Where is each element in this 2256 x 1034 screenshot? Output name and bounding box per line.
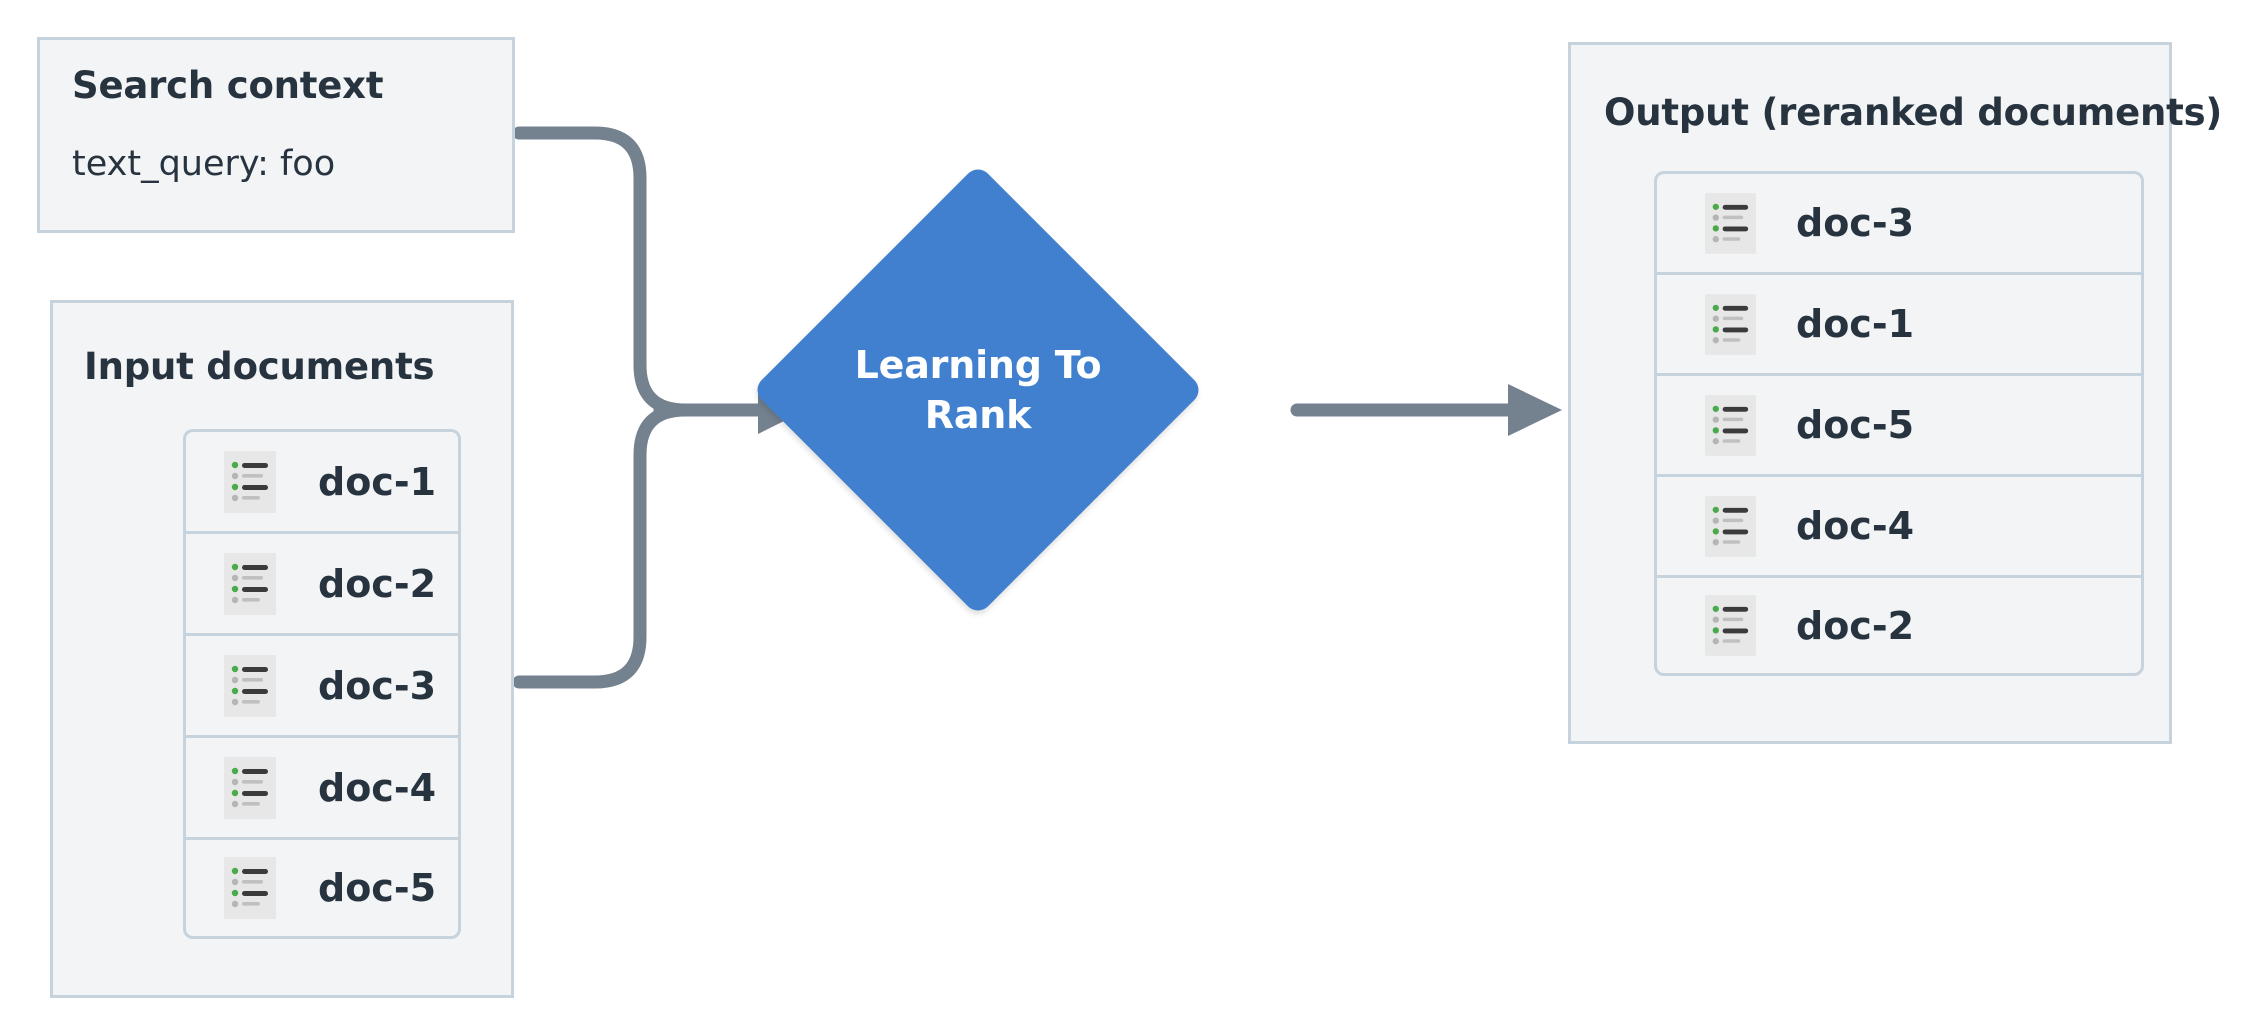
document-label: doc-4 [318,765,437,810]
document-list-icon [1705,192,1756,254]
document-list-icon [224,857,276,919]
search-context-query-value: text_query: foo [72,144,336,184]
input-documents-list: doc-1 doc-2 doc-3 doc-4 doc-5 [183,429,461,939]
arrowhead-to-output [1508,384,1562,436]
search-context-title: Search context [72,64,384,107]
document-list-icon [1705,495,1756,557]
document-list-icon [224,756,276,819]
document-label: doc-5 [1796,403,1915,447]
connector-input-documents-to-ltr [512,403,707,689]
input-document-row[interactable]: doc-5 [183,837,461,939]
document-label: doc-3 [318,663,437,708]
output-documents-title: Output (reranked documents) [1604,91,2223,134]
input-documents-title: Input documents [84,345,435,388]
input-document-row[interactable]: doc-2 [183,531,461,633]
learning-to-rank-node[interactable] [751,163,1205,617]
document-list-icon [1705,394,1756,456]
output-document-row[interactable]: doc-4 [1654,474,2144,575]
document-list-icon [224,654,276,717]
document-list-icon [1705,293,1756,355]
input-documents-panel: Input documents doc-1 doc-2 doc-3 doc-4 … [50,300,514,998]
document-label: doc-2 [318,561,437,606]
document-list-icon [224,450,276,513]
output-document-row[interactable]: doc-1 [1654,272,2144,373]
document-label: doc-3 [1796,201,1915,245]
input-document-row[interactable]: doc-1 [183,429,461,531]
output-document-row[interactable]: doc-2 [1654,575,2144,676]
document-label: doc-1 [1796,302,1915,346]
output-documents-list: doc-3 doc-1 doc-5 doc-4 doc-2 [1654,171,2144,676]
output-document-row[interactable]: doc-3 [1654,171,2144,272]
output-document-row[interactable]: doc-5 [1654,373,2144,474]
document-label: doc-4 [1796,504,1915,548]
input-document-row[interactable]: doc-3 [183,633,461,735]
output-documents-panel: Output (reranked documents) doc-3 doc-1 … [1568,42,2222,744]
document-label: doc-5 [318,866,437,910]
input-document-row[interactable]: doc-4 [183,735,461,837]
connector-search-context-to-ltr [512,126,707,417]
document-list-icon [1705,595,1756,656]
document-label: doc-1 [318,459,437,504]
document-label: doc-2 [1796,603,1915,648]
document-list-icon [224,552,276,615]
search-context-panel: Search context text_query: foo [37,37,515,233]
